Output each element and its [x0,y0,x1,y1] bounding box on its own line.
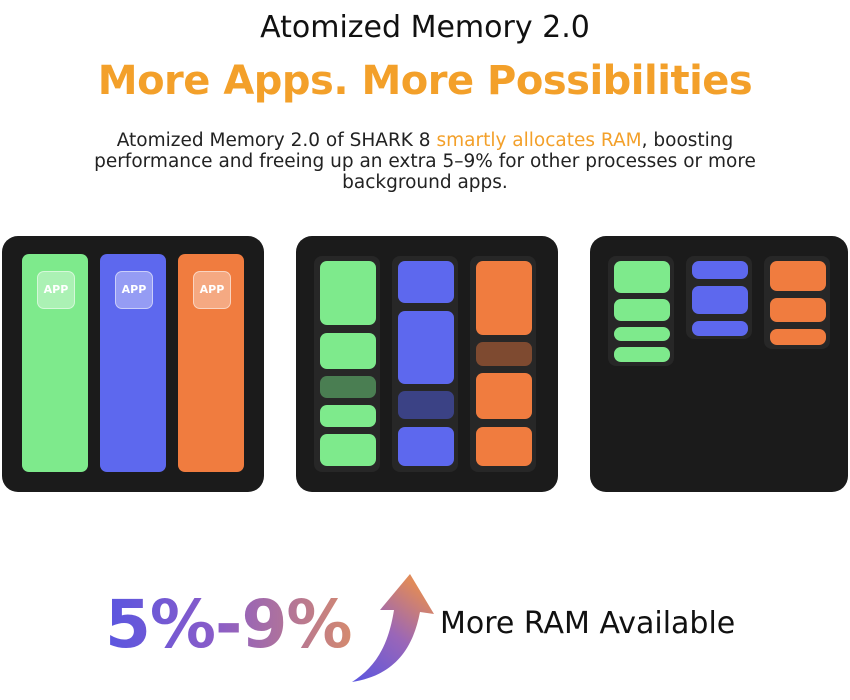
desc-text-2: , boosting performance and freeing up an… [94,130,756,193]
app-icon: APP [115,271,153,309]
headline: More Apps. More Possibilities [97,58,753,104]
memory-chunk-blue-dim [398,391,454,419]
memory-chunk-green [614,327,670,341]
memory-chunk-orange [476,427,532,466]
memory-chunk-green [320,405,376,427]
memory-chunk-green [614,347,670,362]
memory-chunk-green [614,261,670,293]
memory-panel-traditional: APP APP APP [2,236,264,492]
description: Atomized Memory 2.0 of SHARK 8 smartly a… [60,130,790,193]
page-title: Atomized Memory 2.0 [260,10,590,45]
memory-chunk-blue [692,321,748,336]
memory-chunk-blue [692,261,748,279]
memory-chunk-green [614,299,670,321]
memory-chunk-orange [476,373,532,419]
memory-block-green [22,254,88,472]
memory-chunk-orange-dim [476,342,532,366]
memory-chunk-blue [398,427,454,466]
memory-chunk-blue [398,311,454,384]
memory-chunk-green [320,333,376,369]
more-ram-caption: More RAM Available [440,606,736,641]
memory-chunk-green [320,261,376,325]
memory-chunk-blue [692,286,748,314]
percentage-value: 5%-9% [105,586,352,663]
memory-block-blue [100,254,166,472]
memory-chunk-blue [398,261,454,303]
memory-chunk-orange [770,298,826,322]
memory-chunk-green [320,434,376,466]
desc-text-1: Atomized Memory 2.0 of SHARK 8 [116,130,437,151]
memory-chunk-orange [476,261,532,335]
app-icon: APP [37,271,75,309]
memory-chunk-orange [770,261,826,291]
memory-chunk-green-dim [320,376,376,398]
memory-chunk-orange [770,329,826,345]
memory-panel-atomized [296,236,558,492]
app-icon: APP [193,271,231,309]
memory-block-orange [178,254,244,472]
desc-highlight: smartly allocates RAM [436,130,642,151]
memory-panel-compact [590,236,848,492]
arrow-up-icon [352,574,434,682]
